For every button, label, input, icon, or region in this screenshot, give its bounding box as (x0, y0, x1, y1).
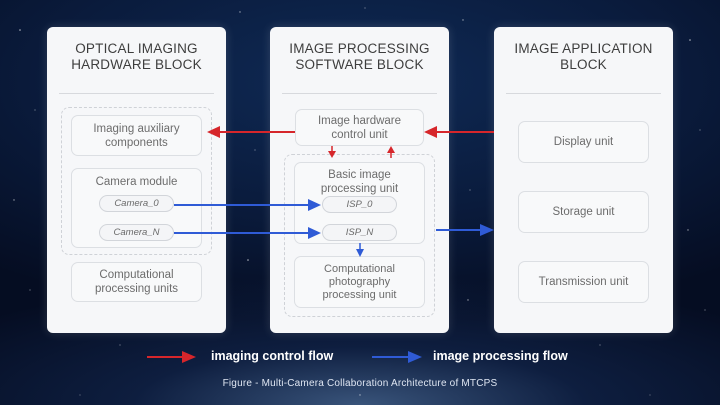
application-block-title: IMAGE APPLICATION BLOCK (514, 41, 653, 72)
hardware-block-title: OPTICAL IMAGING HARDWARE BLOCK (71, 41, 202, 72)
software-dashed-group (284, 154, 435, 317)
legend-processing-flow-label: image processing flow (433, 349, 568, 363)
camera-0-pill: Camera_0 (99, 195, 174, 212)
computational-processing-units-box: Computational processing units (71, 262, 202, 302)
camera-n-pill: Camera_N (99, 224, 174, 241)
software-block-title: IMAGE PROCESSING SOFTWARE BLOCK (289, 41, 430, 72)
figure-caption: Figure - Multi-Camera Collaboration Arch… (222, 378, 498, 389)
storage-unit-box: Storage unit (518, 191, 649, 233)
title-divider (282, 93, 437, 94)
title-divider (506, 93, 661, 94)
image-hardware-control-unit-box: Image hardware control unit (295, 109, 424, 146)
display-unit-box: Display unit (518, 121, 649, 163)
hardware-block-panel: OPTICAL IMAGING HARDWARE BLOCK Imaging a… (47, 27, 226, 333)
isp-n-pill: ISP_N (322, 224, 397, 241)
computational-photography-unit-box: Computational photography processing uni… (294, 256, 425, 308)
software-block-panel: IMAGE PROCESSING SOFTWARE BLOCK Image ha… (270, 27, 449, 333)
isp-0-pill: ISP_0 (322, 196, 397, 213)
transmission-unit-box: Transmission unit (518, 261, 649, 303)
camera-module-label: Camera module (95, 176, 178, 188)
application-block-panel: IMAGE APPLICATION BLOCK Display unit Sto… (494, 27, 673, 333)
legend-control-flow-label: imaging control flow (211, 349, 334, 363)
title-divider (59, 93, 214, 94)
hardware-dashed-group (61, 107, 212, 255)
basic-image-processing-unit-label: Basic image processing unit (320, 169, 399, 195)
imaging-auxiliary-components-box: Imaging auxiliary components (71, 115, 202, 156)
